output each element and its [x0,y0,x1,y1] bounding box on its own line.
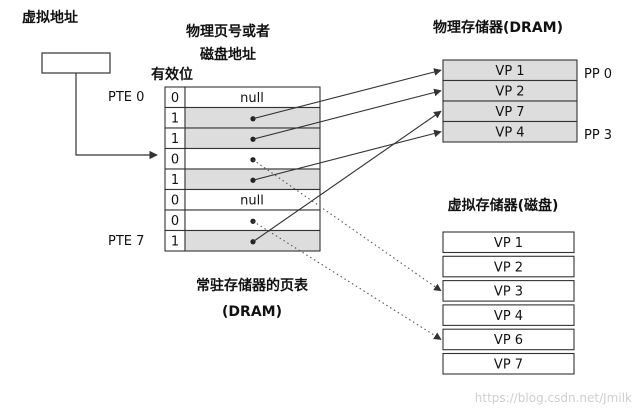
physical-page: VP 7 [442,100,578,123]
phys-page-header-line2: 磁盘地址 [200,46,256,63]
valid-bit-value: 0 [171,153,179,168]
virtual-page-box [442,328,575,351]
virtual-page-box [442,280,575,302]
pp0-label: PP 0 [584,67,612,82]
page-table-caption-line2: (DRAM) [222,304,282,320]
mapping-arrows [252,68,442,340]
entry-value: null [240,194,264,209]
page-table-row: 1 [164,168,321,191]
virtual-page-box [442,231,575,254]
page-table-caption-line1: 常驻存储器的页表 [196,277,309,294]
watermark: https://blog.csdn.net/Jmilk [475,391,632,405]
physical-page-label: VP 2 [495,85,524,100]
physical-page: VP 2 [442,79,578,102]
pte0-label: PTE 0 [108,90,144,105]
valid-bit-value: 1 [171,235,179,250]
virtual-memory-title: 虚拟存储器(磁盘) [448,197,559,214]
page-table-row: 0 null [164,188,321,211]
virtual-page-label: VP 4 [494,309,523,324]
valid-bit-header: 有效位 [151,66,193,83]
valid-bit-value: 1 [171,173,179,188]
mapping-arrow [252,88,442,140]
valid-bit-value: 1 [171,132,179,147]
physical-page: VP 4 [442,120,578,143]
phys-page-header-line1: 物理页号或者 [186,23,270,40]
virtual-page-box [442,352,575,375]
physical-page: VP 1 [442,59,578,82]
page-table-row: 0 [164,147,321,170]
mapping-arrow [252,129,442,181]
page-table-row: 1 [164,127,321,150]
virtual-address-box [41,52,111,74]
virtual-page-label: VP 3 [494,285,523,300]
page-table-row: 0 [164,209,321,232]
virtual-page-label: VP 2 [494,260,523,275]
page-table: 0 null 1 1 0 1 0 null 0 1 [164,86,321,252]
page-table-row: 0 null [164,86,321,109]
valid-bit-value: 0 [171,91,179,106]
virtual-address-pointer [75,73,158,160]
page-table-row: 1 [164,229,321,252]
physical-page-label: VP 1 [495,64,524,79]
physical-page-box [442,120,578,143]
physical-page-label: VP 4 [495,126,524,141]
physical-memory-title: 物理存储器(DRAM) [433,19,563,36]
virtual-page-label: VP 1 [494,236,523,251]
physical-page-label: VP 7 [495,105,524,120]
valid-bit-value: 0 [171,194,179,209]
valid-bit-value: 0 [171,214,179,229]
disk-mapping-arrow [252,220,442,340]
virtual-address-label: 虚拟地址 [22,9,78,26]
virtual-page-label: VP 6 [494,333,523,348]
valid-bit-value: 1 [171,112,179,127]
virtual-page: VP 7 [442,352,575,375]
virtual-page-box [442,255,575,278]
mapping-arrow [252,110,442,243]
virtual-page-box [442,304,575,326]
mapping-arrow [252,68,442,120]
page-table-row: 1 [164,106,321,129]
virtual-page-label: VP 7 [494,358,523,373]
virtual-page: VP 4 [442,304,575,326]
pp3-label: PP 3 [584,128,612,143]
virtual-page: VP 6 [442,328,575,351]
virtual-page: VP 3 [442,280,575,302]
virtual-page: VP 1 [442,231,575,254]
virtual-memory: VP 1 VP 2 VP 3 VP 4 VP 6 VP 7 [442,231,575,375]
entry-value: null [240,91,264,106]
pte7-label: PTE 7 [108,234,144,249]
physical-memory: VP 1 VP 2 VP 7 VP 4 [442,59,578,143]
virtual-page: VP 2 [442,255,575,278]
